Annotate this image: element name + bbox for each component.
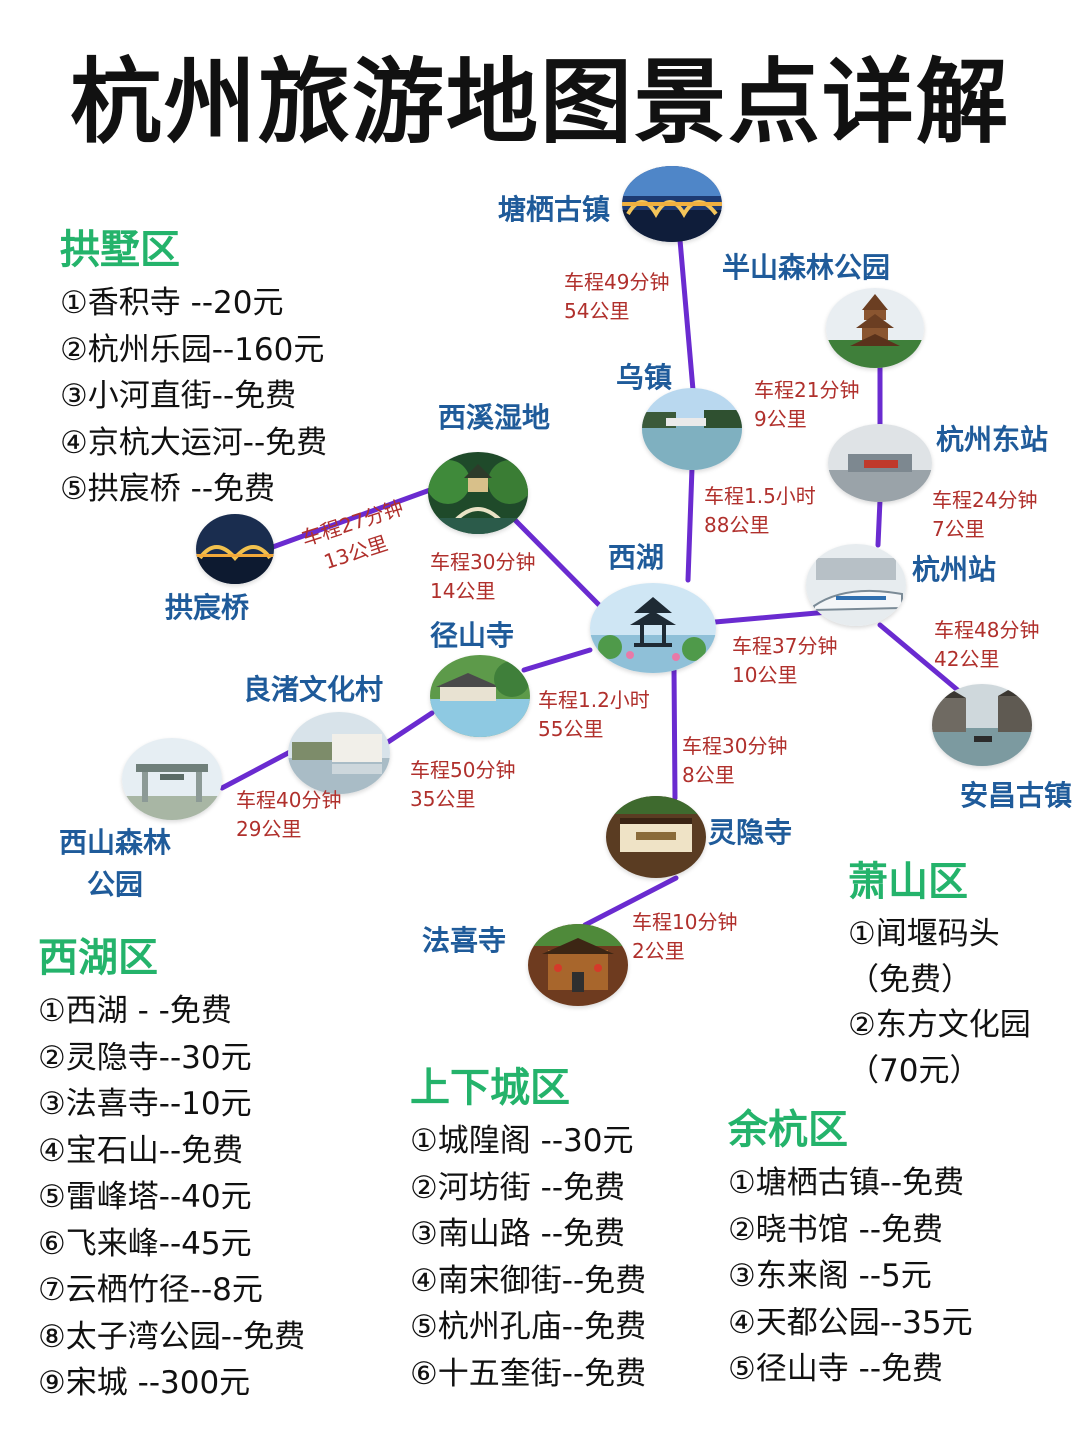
line-gongchen-xixi [267,487,433,551]
district-title: 上下城区 [410,1065,570,1111]
liangzhu-photo [288,712,390,794]
list-item: ③小河直街--免费 [60,378,297,414]
district-list: ①香积寺 --20元 ②杭州乐园--160元 ③小河直街--免费 ④京杭大运河--免费… [60,280,327,513]
list-item: ④天都公园--35元 [728,1304,973,1341]
district-yuhang: 余杭区 ①塘栖古镇--免费 ②晓书馆 --免费 ③东来阁 --5元 ④天都公园--35… [728,1104,973,1393]
line-xishan-liangzhu [219,749,293,791]
place-hz-station: 杭州站 [912,553,997,586]
district-list: ①闻堰码头 （免费） ②东方文化园 （70元） [848,912,1031,1094]
district-title: 西湖区 [38,935,158,981]
anchang-photo [932,684,1032,766]
place-lingyin: 灵隐寺 [708,816,793,849]
list-item: （免费） [848,961,972,998]
list-item: ③东来阁 --5元 [728,1258,932,1294]
place-xishan: 西山森林公园 [58,826,171,901]
list-item: ④京杭大运河--免费 [60,424,328,461]
line-liangzhu-jingshan [385,710,435,745]
place-xihu: 西湖 [608,541,665,574]
line-station-anchang [877,622,963,695]
list-item: ⑤径山寺 --免费 [728,1351,944,1387]
page-title: 杭州旅游地图景点详解 [69,49,1010,156]
district-title: 萧山区 [848,859,968,905]
list-item: ②晓书馆 --免费 [728,1211,944,1248]
line-east-station [875,497,883,548]
list-item: ④宝石山--免费 [38,1132,244,1169]
line-jingshan-xihu [521,647,593,673]
wuzhen-photo [642,388,742,470]
district-title: 拱墅区 [60,227,180,273]
place-banshan: 半山森林公园 [722,251,891,284]
place-xixi: 西溪湿地 [438,401,551,434]
jingshan-photo [430,655,530,737]
place-gongchen: 拱宸桥 [165,591,250,624]
line-wuzhen-xihu [685,465,695,583]
district-list: ①城隍阁 --30元 ②河坊街 --免费 ③南山路 --免费 ④南宋御街--免费 ⑤杭州… [410,1118,646,1397]
place-hz-east: 杭州东站 [936,423,1049,456]
line-tangqi-wuzhen [677,237,696,393]
place-faxi: 法喜寺 [422,924,507,957]
list-item: ①塘栖古镇--免费 [728,1165,965,1201]
district-title: 余杭区 [728,1107,848,1153]
line-xihu-lingyin [671,665,678,801]
list-item: （70元） [848,1052,981,1089]
hz-station-photo [806,544,906,626]
district-list: ①西湖 - -免费 ②灵隐寺--30元 ③法喜寺--10元 ④宝石山--免费 ⑤雷峰塔-… [38,988,305,1407]
list-item: ②杭州乐园--160元 [60,331,325,368]
list-item: ⑨宋城 --300元 [38,1365,251,1401]
list-item: ②东方文化园 [848,1007,1031,1043]
xihu-photo [590,583,716,673]
list-item: ⑤杭州孔庙--免费 [410,1309,647,1345]
place-wuzhen: 乌镇 [616,361,673,394]
list-item: ①香积寺 --20元 [60,285,284,321]
line-xihu-station [712,609,831,625]
xixi-photo [428,452,528,534]
list-item: ⑥飞来峰--45元 [38,1225,252,1262]
list-item: ⑥十五奎街--免费 [410,1355,647,1392]
district-shangcheng: 上下城区 ①城隍阁 --30元 ②河坊街 --免费 ③南山路 --免费 ④南宋御街--… [410,1062,646,1397]
place-jingshan: 径山寺 [430,619,515,652]
list-item: ②河坊街 --免费 [410,1169,626,1206]
line-lingyin-faxi [582,875,679,928]
place-anchang: 安昌古镇 [960,779,1073,812]
list-item: ⑦云栖竹径--8元 [38,1272,263,1308]
banshan-photo [826,288,924,368]
district-xiaoshan: 萧山区 ①闻堰码头 （免费） ②东方文化园 （70元） [848,856,1031,1094]
faxi-photo [528,924,628,1006]
tangqi-photo [622,166,722,242]
xishan-photo [122,738,222,820]
list-item: ①城隍阁 --30元 [410,1123,634,1159]
list-item: ⑤拱宸桥 --免费 [60,471,276,507]
list-item: ③法喜寺--10元 [38,1086,252,1122]
list-item: ①西湖 - -免费 [38,993,232,1029]
place-tangqi: 塘栖古镇 [498,193,611,226]
list-item: ⑤雷峰塔--40元 [38,1179,252,1215]
lingyin-photo [606,796,706,878]
hz-east-photo [828,424,932,502]
line-xixi-xihu [512,517,607,613]
place-liangzhu: 良渚文化村 [243,673,384,706]
gongchen-photo [196,514,274,584]
district-xihu: 西湖区 ①西湖 - -免费 ②灵隐寺--30元 ③法喜寺--10元 ④宝石山--免费 ⑤… [38,932,305,1407]
district-list: ①塘栖古镇--免费 ②晓书馆 --免费 ③东来阁 --5元 ④天都公园--35元 ⑤径山… [728,1160,973,1393]
list-item: ⑧太子湾公园--免费 [38,1318,306,1355]
list-item: ④南宋御街--免费 [410,1262,647,1299]
list-item: ①闻堰码头 [848,916,1000,952]
list-item: ③南山路 --免费 [410,1216,626,1252]
list-item: ②灵隐寺--30元 [38,1039,252,1076]
district-gongshu: 拱墅区 ①香积寺 --20元 ②杭州乐园--160元 ③小河直街--免费 ④京杭大运河… [60,224,327,513]
